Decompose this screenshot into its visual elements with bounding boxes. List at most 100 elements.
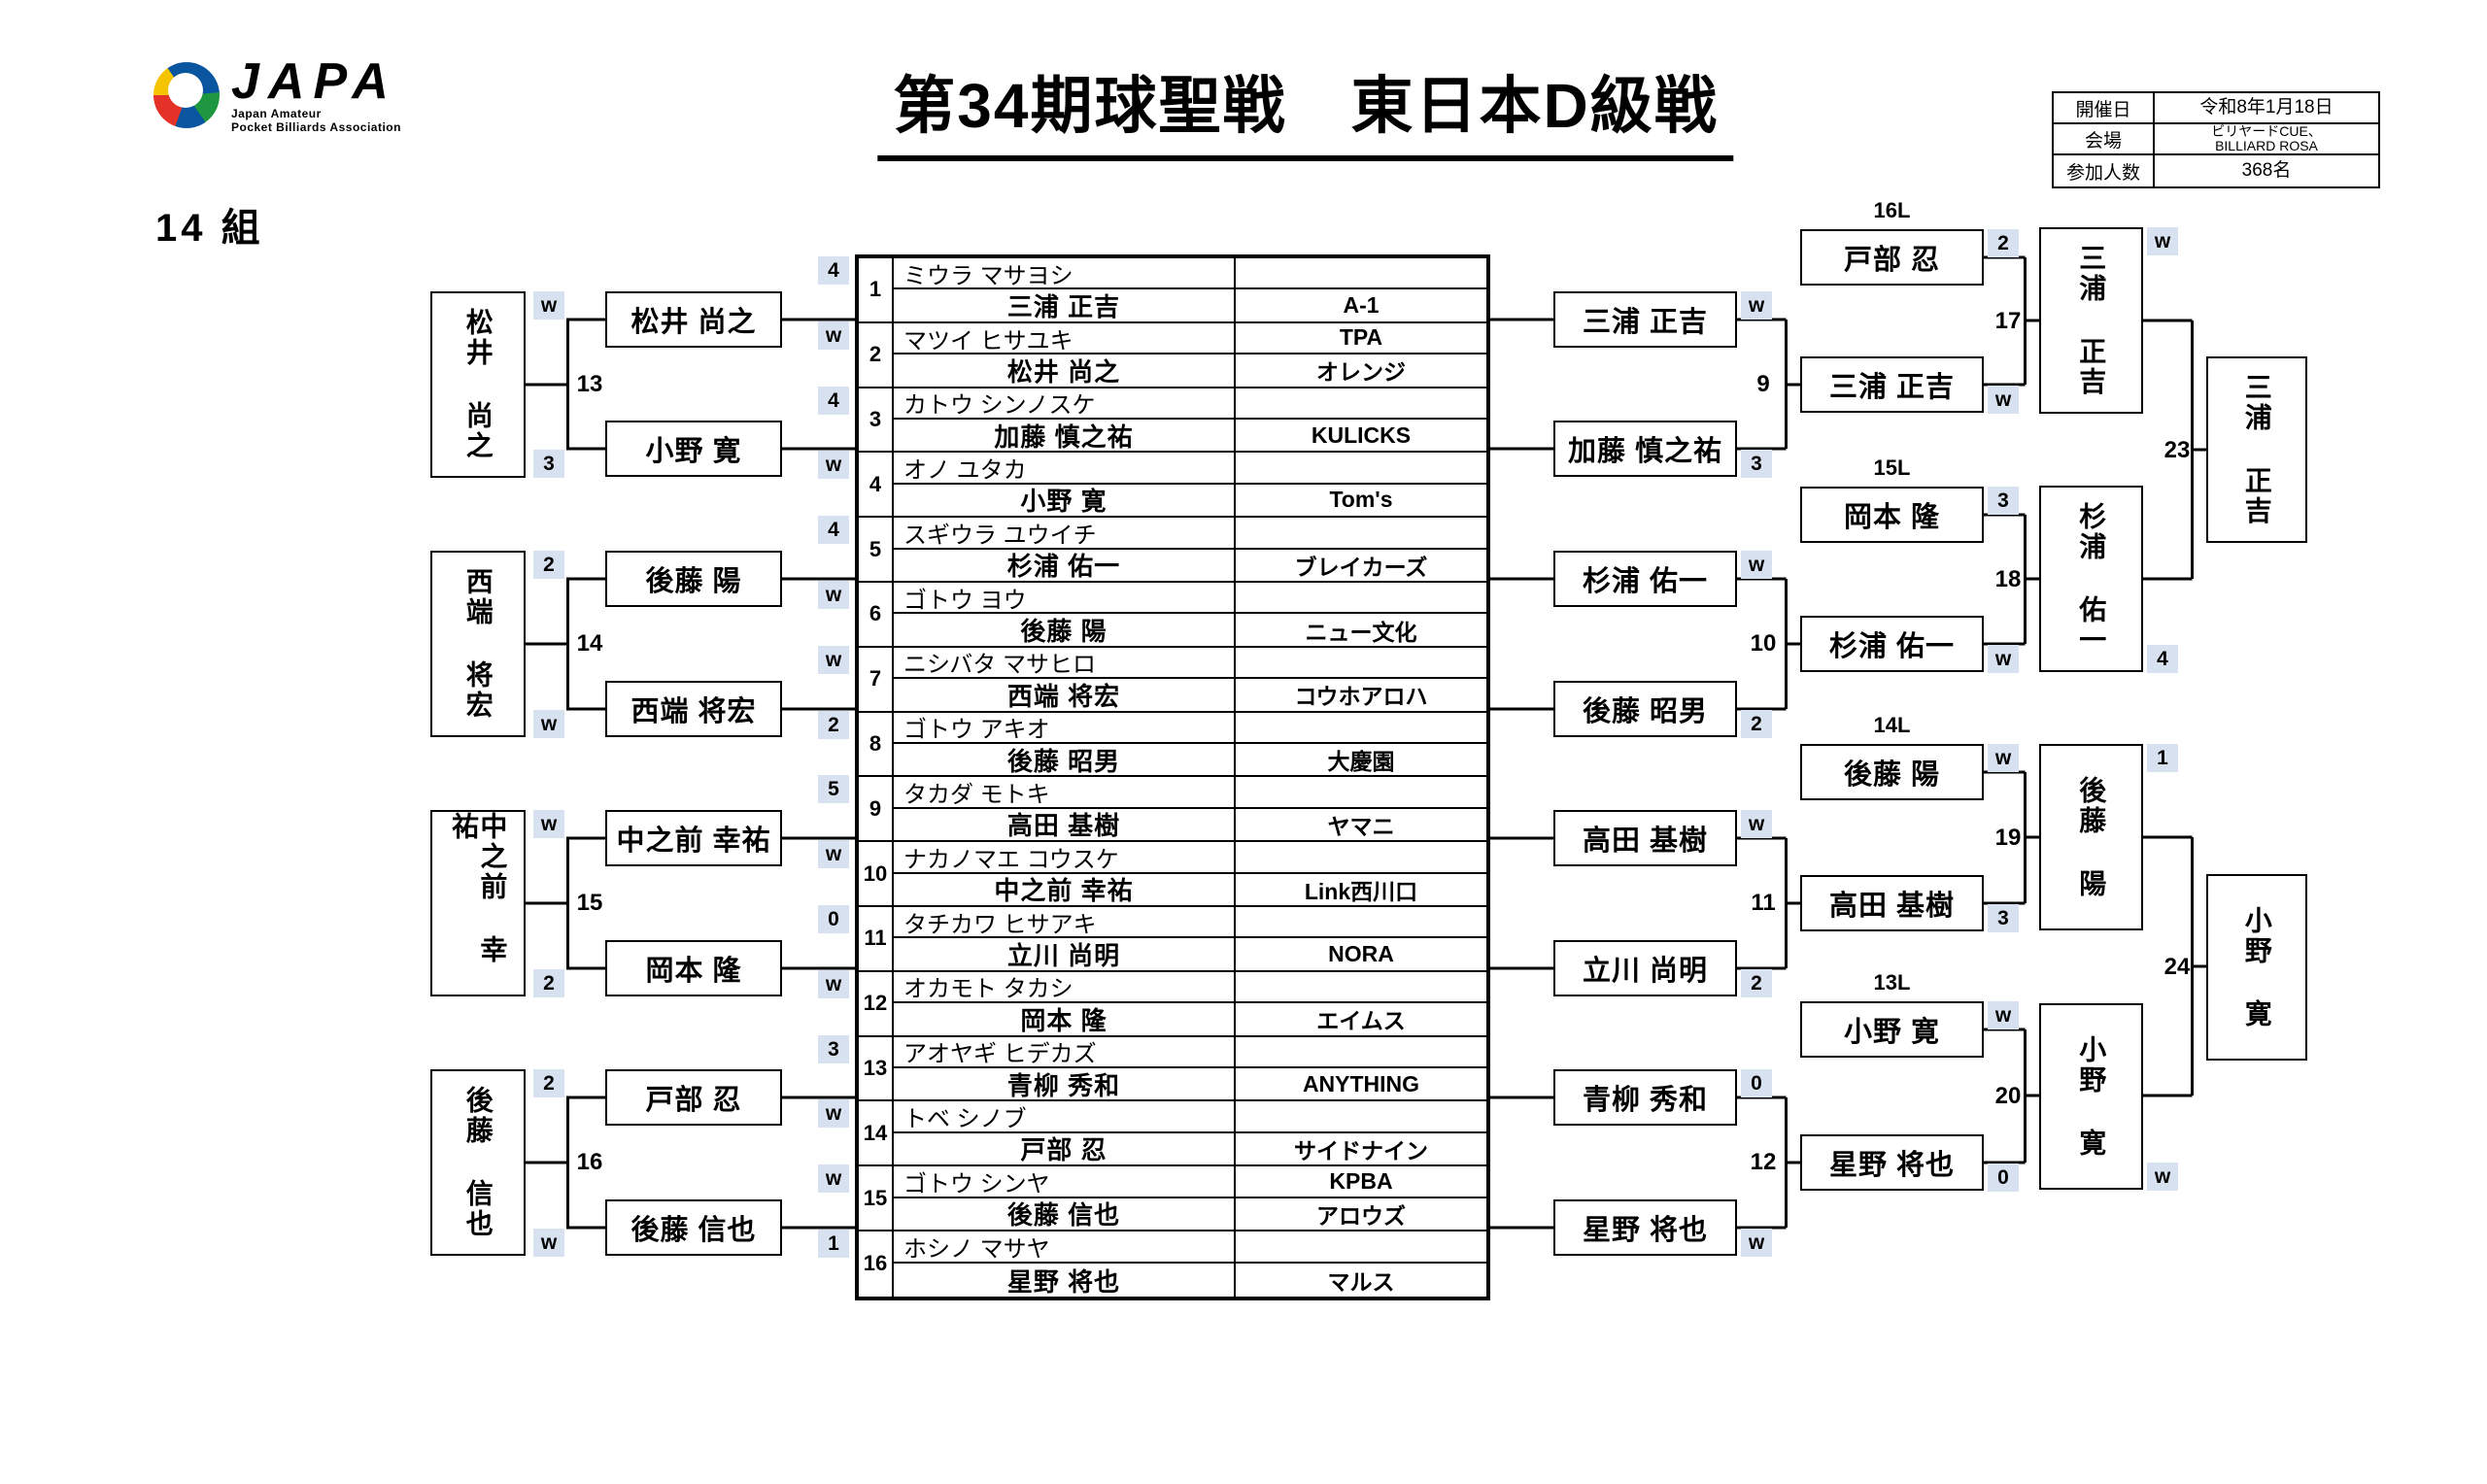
player-box: 後藤 信也	[605, 1199, 782, 1256]
score-badge: 2	[533, 969, 564, 997]
loser-drop-label: 15L	[1873, 455, 1911, 480]
player-name: 杉浦 佑一	[1006, 552, 1121, 581]
player-kana: アオヤギ ヒデカズ	[894, 1037, 1234, 1068]
player-name: 中之前 幸祐	[994, 876, 1134, 905]
player-box: 加藤 慎之祐	[1553, 421, 1737, 477]
score-badge: 4	[818, 516, 849, 544]
score-badge: w	[533, 810, 564, 838]
team-line2: オレンジ	[1234, 354, 1486, 387]
venue-value: ビリヤードCUE、 BILLIARD ROSA	[2155, 124, 2378, 153]
table-row: 6 ゴトウ ヨウ 後藤 陽 ニュー文化	[859, 582, 1486, 648]
score-badge: w	[1988, 1001, 2019, 1029]
event-info-table: 開催日 令和8年1月18日 会場 ビリヤードCUE、 BILLIARD ROSA…	[2052, 91, 2380, 188]
player-kana: ミウラ マサヨシ	[894, 258, 1234, 290]
score-badge: w	[818, 970, 849, 998]
page-title: 第34期球聖戦 東日本D級戦	[877, 56, 1734, 161]
score-badge: w	[1988, 645, 2019, 673]
player-box: 高田 基樹	[1800, 875, 1984, 931]
table-row: 12 オカモト タカシ 岡本 隆 エイムス	[859, 971, 1486, 1037]
table-row: 5 スギウラ ユウイチ 杉浦 佑一 ブレイカーズ	[859, 518, 1486, 583]
player-kana: スギウラ ユウイチ	[894, 518, 1234, 550]
entry-number: 9	[859, 777, 894, 841]
entry-number: 13	[859, 1036, 894, 1100]
score-badge: w	[818, 1164, 849, 1193]
score-badge: w	[533, 291, 564, 320]
entry-number: 11	[859, 906, 894, 970]
winner-vertical-box: 杉浦 佑一	[2039, 486, 2143, 672]
player-kana: カトウ シンノスケ	[894, 388, 1234, 420]
info-row-date: 開催日 令和8年1月18日	[2054, 93, 2378, 124]
table-row: 11 タチカワ ヒサアキ 立川 尚明 NORA	[859, 906, 1486, 972]
entry-number: 10	[859, 842, 894, 905]
score-badge: w	[2147, 227, 2178, 255]
team-line2: コウホアロハ	[1234, 679, 1486, 711]
score-badge: w	[818, 321, 849, 350]
player-kana: タチカワ ヒサアキ	[894, 907, 1234, 939]
player-box: 星野 将也	[1553, 1199, 1737, 1256]
player-box: 西端 将宏	[605, 681, 782, 737]
score-badge: w	[2147, 1163, 2178, 1191]
player-name: 後藤 昭男	[1006, 746, 1121, 776]
venue-line1: ビリヤードCUE、	[2211, 124, 2322, 139]
score-badge: 2	[1988, 229, 2019, 257]
team-line2: ニュー文化	[1234, 614, 1486, 646]
entry-number: 3	[859, 388, 894, 452]
player-name: 西端 将宏	[1006, 681, 1121, 711]
player-name: 青柳 秀和	[1006, 1070, 1121, 1100]
player-kana: トベ シノブ	[894, 1101, 1234, 1133]
match-number: 24	[2163, 954, 2191, 980]
match-number: 17	[1994, 308, 2022, 334]
table-row: 15 ゴトウ シンヤ KPBA 後藤 信也 アロウズ	[859, 1166, 1486, 1231]
player-name: 高田 基樹	[1006, 811, 1121, 841]
player-kana: タカダ モトキ	[894, 777, 1234, 809]
score-badge: 0	[1988, 1164, 2019, 1192]
team-line1	[1234, 1231, 1486, 1265]
score-badge: w	[818, 581, 849, 609]
match-number: 9	[1756, 371, 1770, 397]
entry-number: 4	[859, 453, 894, 517]
player-box: 三浦 正吉	[1553, 291, 1737, 348]
table-row: 1 ミウラ マサヨシ 三浦 正吉 A-1	[859, 258, 1486, 323]
japa-brand-text: JAPA	[231, 53, 397, 110]
winner-vertical-box: 中之前 幸祐	[430, 810, 526, 996]
player-kana: ゴトウ シンヤ	[894, 1166, 1234, 1198]
player-name: 松井 尚之	[1006, 356, 1121, 387]
match-number: 10	[1750, 630, 1777, 657]
table-row: 3 カトウ シンノスケ 加藤 慎之祐 KULICKS	[859, 388, 1486, 454]
score-badge: w	[1741, 291, 1772, 320]
score-badge: w	[533, 1229, 564, 1257]
table-row: 8 ゴトウ アキオ 後藤 昭男 大慶園	[859, 712, 1486, 778]
winner-vertical-box: 小野 寛	[2039, 1003, 2143, 1190]
score-badge: w	[818, 840, 849, 868]
score-badge: 3	[533, 450, 564, 478]
score-badge: w	[1741, 810, 1772, 838]
player-box: 青柳 秀和	[1553, 1069, 1737, 1126]
team-line2: エイムス	[1234, 1003, 1486, 1035]
score-badge: 2	[533, 1069, 564, 1097]
team-line2: ヤマニ	[1234, 808, 1486, 841]
score-badge: w	[1988, 744, 2019, 772]
entry-number: 15	[859, 1166, 894, 1230]
player-box: 後藤 陽	[1800, 744, 1984, 800]
team-line1	[1234, 388, 1486, 420]
player-box: 杉浦 佑一	[1800, 616, 1984, 672]
score-badge: 3	[1741, 450, 1772, 478]
team-line1	[1234, 777, 1486, 809]
player-kana: ナカノマエ コウスケ	[894, 842, 1234, 874]
score-badge: 2	[1741, 969, 1772, 997]
team-line2: マルス	[1234, 1264, 1486, 1297]
winner-vertical-box: 後藤 信也	[430, 1069, 526, 1256]
team-line1	[1234, 1101, 1486, 1133]
team-line2: サイドナイン	[1234, 1132, 1486, 1165]
winner-vertical-box: 三浦 正吉	[2206, 356, 2307, 543]
japa-logo: JAPA Japan Amateur Pocket Billiards Asso…	[153, 56, 401, 134]
team-line1: TPA	[1234, 322, 1486, 355]
player-box: 戸部 忍	[605, 1069, 782, 1126]
player-kana: マツイ ヒサユキ	[894, 323, 1234, 355]
team-line1	[1234, 971, 1486, 1004]
player-name: 加藤 慎之祐	[994, 422, 1134, 452]
score-badge: 4	[2147, 645, 2178, 673]
match-number: 13	[576, 371, 603, 397]
player-name: 戸部 忍	[1020, 1135, 1107, 1165]
entry-number: 12	[859, 971, 894, 1035]
